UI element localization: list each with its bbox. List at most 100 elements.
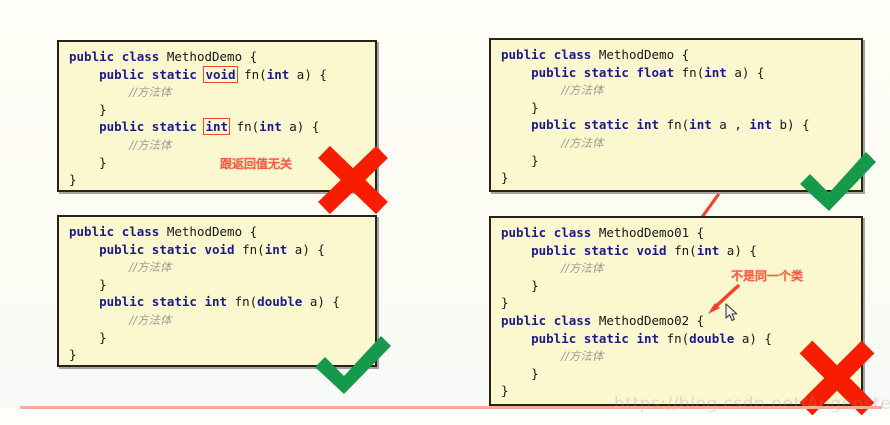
code-token: int <box>749 117 772 133</box>
code-token: int <box>204 294 228 310</box>
annotation-not-same-class: 不是同一个类 <box>731 269 804 283</box>
code-panel-top-right: public class MethodDemo { public static … <box>489 38 863 192</box>
code-token: fn( <box>666 242 697 258</box>
code-line: //方法体 <box>69 258 340 276</box>
code-token <box>501 243 531 258</box>
code-token: int <box>259 119 282 135</box>
code-token: void <box>204 241 235 257</box>
code-token: int <box>636 330 660 346</box>
code-token <box>69 294 99 309</box>
code-token: public <box>69 49 115 64</box>
code-token: } <box>69 101 107 117</box>
code-line: public class MethodDemo02 { <box>501 312 772 330</box>
code-token: int <box>264 241 288 257</box>
code-token: //方法体 <box>129 85 172 100</box>
code-token: class <box>121 49 160 64</box>
code-block-top-left: public class MethodDemo { public static … <box>69 48 327 189</box>
code-token <box>144 119 152 134</box>
code-token: MethodDemo { <box>159 224 258 239</box>
code-token: } <box>501 99 539 115</box>
code-token <box>546 313 554 328</box>
code-token: static <box>583 330 629 346</box>
code-token: fn( <box>659 117 690 133</box>
code-token: } <box>501 170 509 186</box>
code-token: class <box>553 225 592 240</box>
code-token: //方法体 <box>561 349 604 364</box>
code-token: fn( <box>236 66 267 82</box>
code-token <box>576 331 584 346</box>
code-token <box>501 260 561 275</box>
code-token: } <box>69 172 77 188</box>
code-token: class <box>553 47 592 62</box>
code-token: //方法体 <box>129 137 172 152</box>
code-token: double <box>689 330 735 346</box>
code-token: fn( <box>227 294 258 310</box>
code-token: a , <box>711 117 750 133</box>
mouse-cursor-icon <box>725 303 738 322</box>
code-token: int <box>203 118 231 136</box>
code-line: public static void fn(int a) { <box>69 241 340 259</box>
code-token: public <box>531 330 577 346</box>
code-line: } <box>69 346 340 364</box>
code-token <box>69 242 99 257</box>
code-token <box>69 137 129 152</box>
code-panel-bottom-left: public class MethodDemo { public static … <box>57 215 377 367</box>
code-token: double <box>257 294 303 310</box>
code-line: public static int fn(double a) { <box>501 330 772 348</box>
code-token <box>144 67 152 82</box>
code-line: } <box>69 171 327 189</box>
code-token: a) { <box>281 119 320 135</box>
code-token: static <box>583 117 629 133</box>
code-token: } <box>69 329 107 345</box>
code-token: public <box>99 66 145 82</box>
code-token: } <box>501 152 539 168</box>
code-token: public <box>501 225 547 240</box>
code-token: public <box>531 117 577 133</box>
code-token: } <box>69 154 107 170</box>
code-token <box>144 242 152 257</box>
code-token <box>69 259 129 274</box>
code-token: MethodDemo { <box>159 49 258 64</box>
code-token: a) { <box>734 330 772 346</box>
code-token: a) { <box>302 294 340 310</box>
code-token <box>144 294 152 309</box>
code-token: public <box>99 119 145 135</box>
code-token: static <box>151 119 197 135</box>
code-line: public static float fn(int a) { <box>501 64 810 82</box>
code-line: public static int fn(double a) { <box>69 293 340 311</box>
code-token <box>501 331 531 346</box>
code-token: static <box>151 241 197 257</box>
code-token: //方法体 <box>561 83 604 98</box>
code-token: int <box>704 64 727 80</box>
code-token <box>576 65 584 80</box>
code-token <box>501 135 561 150</box>
code-token: public <box>99 294 145 310</box>
code-line: } <box>69 101 327 119</box>
bottom-rule-divider <box>20 406 882 409</box>
code-token: b) { <box>771 117 810 133</box>
code-token <box>501 348 561 363</box>
code-token: fn( <box>674 64 705 80</box>
code-token: public <box>531 242 577 258</box>
code-token <box>69 67 99 82</box>
code-token: fn( <box>659 330 690 346</box>
code-token <box>501 82 561 97</box>
code-token: int <box>266 66 290 82</box>
code-token: public <box>69 224 115 239</box>
code-token: public <box>99 241 145 257</box>
code-token: a) { <box>719 242 757 258</box>
code-token: } <box>501 295 509 311</box>
code-line: //方法体 <box>501 134 810 152</box>
code-line: } <box>69 329 340 347</box>
code-token: static <box>151 294 197 310</box>
code-token: MethodDemo { <box>591 47 690 62</box>
code-line: //方法体 <box>69 311 340 329</box>
code-line: //方法体 <box>69 83 327 101</box>
code-line: } <box>69 276 340 294</box>
code-token: MethodDemo01 { <box>591 225 705 240</box>
code-line: public class MethodDemo { <box>501 46 810 64</box>
code-line: public static void fn(int a) { <box>69 65 327 84</box>
code-token: void <box>636 242 667 258</box>
code-line: //方法体 <box>501 81 810 99</box>
